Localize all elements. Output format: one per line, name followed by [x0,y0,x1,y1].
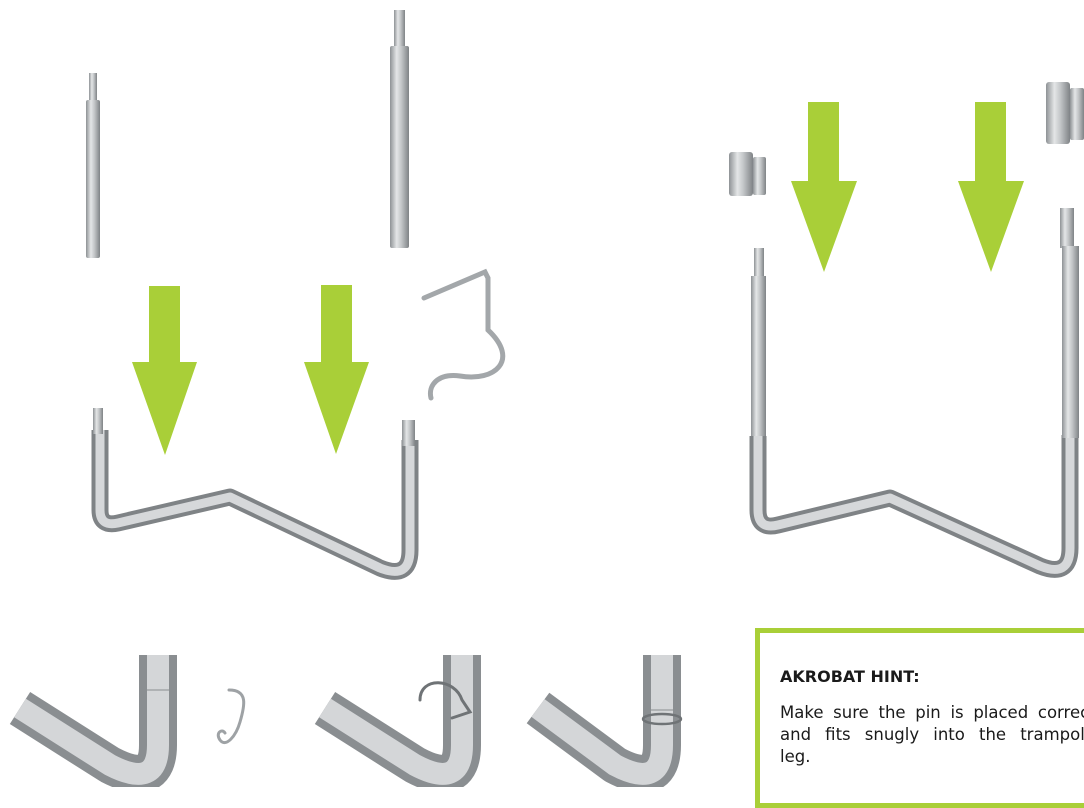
connector-sleeve-icon [729,152,766,196]
u-frame-icon [526,655,683,787]
leg-tube-icon [86,73,100,258]
arrow-down-icon [304,285,369,454]
leg-tube-icon [390,10,409,248]
arrow-down-icon [791,102,857,272]
connector-sleeve-icon [1046,82,1084,144]
arrow-down-icon [132,286,197,455]
u-frame-icon [314,655,481,787]
pin-clip-icon [421,268,506,401]
assembly-illustration [9,10,1084,787]
u-frame-icon [91,408,419,580]
u-frame-icon [749,208,1079,578]
hint-title: AKROBAT HINT: [780,667,920,686]
arrow-down-icon [958,102,1024,272]
hint-box: AKROBAT HINT: Make sure the pin is place… [755,628,1084,808]
hint-text: Make sure the pin is placed correctly an… [780,703,1084,766]
u-frame-icon [9,655,177,787]
pin-clip-icon [216,688,246,745]
